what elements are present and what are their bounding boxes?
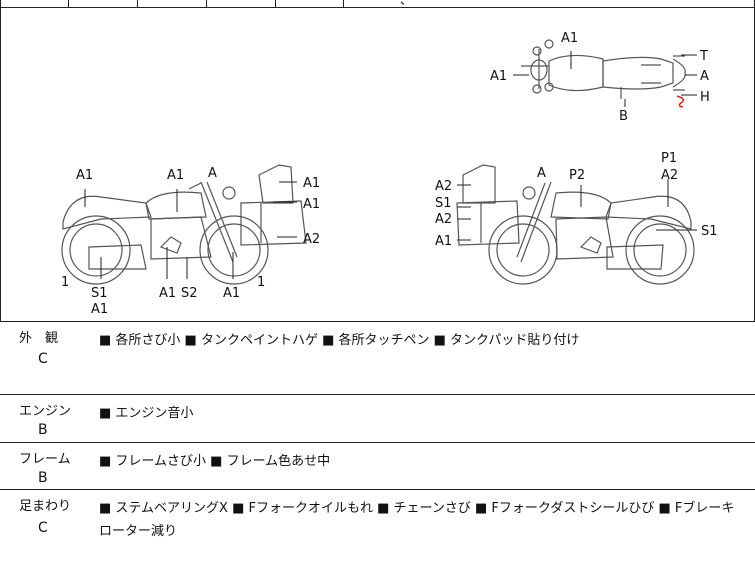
cell-divider <box>343 0 344 7</box>
label: S1 <box>91 286 108 301</box>
leader-lines <box>84 51 697 279</box>
label: A1 <box>91 302 108 317</box>
left-side-motorcycle <box>61 164 307 285</box>
label: A2 <box>303 232 320 247</box>
label: A <box>208 166 217 181</box>
cell-divider <box>137 0 138 7</box>
row-category: エンジン <box>19 404 72 419</box>
label: H <box>700 90 710 105</box>
label: P1 <box>661 151 677 166</box>
label: A1 <box>435 234 452 249</box>
label: A2 <box>661 168 678 183</box>
row-category: 外 観 <box>19 331 59 346</box>
header-fragment-text: 、 <box>400 0 413 7</box>
label: A1 <box>303 197 320 212</box>
label: A2 <box>435 212 452 227</box>
inspection-row-frame: フレーム B ■ フレームさび小 ■ フレーム色あせ中 <box>0 443 755 490</box>
label: S1 <box>435 196 452 211</box>
top-view-motorcycle <box>521 39 686 99</box>
red-mark-icon <box>676 95 684 108</box>
label: S2 <box>181 286 198 301</box>
row-notes: ■ ステムベアリングX ■ Fフォークオイルもれ ■ チェーンさび ■ Fフォー… <box>99 501 735 539</box>
row-notes: ■ エンジン音小 <box>99 406 194 421</box>
cell-divider <box>275 0 276 7</box>
label: A1 <box>159 286 176 301</box>
inspection-row-suspension: 足まわり C ■ ステムベアリングX ■ Fフォークオイルもれ ■ チェーンさび… <box>0 490 755 561</box>
label: A1 <box>303 176 320 191</box>
row-notes: ■ 各所さび小 ■ タンクペイントハゲ ■ 各所タッチペン ■ タンクパッド貼り… <box>99 333 580 348</box>
label: A1 <box>76 168 93 183</box>
label: 1 <box>257 275 265 290</box>
label: A1 <box>561 31 578 46</box>
label: A2 <box>435 179 452 194</box>
motorcycle-diagrams: A1 A1 T A H B A1 A1 A A1 A1 A2 1 S1 A1 A… <box>61 31 718 317</box>
label: T <box>699 49 708 64</box>
row-notes: ■ フレームさび小 ■ フレーム色あせ中 <box>99 454 331 469</box>
cell-divider <box>206 0 207 7</box>
row-grade: C <box>38 351 48 367</box>
motorcycle-diagram-box: A1 A1 T A H B A1 A1 A A1 A1 A2 1 S1 A1 A… <box>0 7 755 322</box>
cell-divider <box>68 0 69 7</box>
inspection-row-engine: エンジン B ■ エンジン音小 <box>0 395 755 443</box>
label: A1 <box>223 286 240 301</box>
label: B <box>619 109 628 124</box>
label: A <box>537 166 546 181</box>
row-grade: B <box>38 422 48 438</box>
cell-divider <box>0 0 1 7</box>
label: A1 <box>167 168 184 183</box>
label: S1 <box>701 224 718 239</box>
inspection-row-exterior: 外 観 C ■ 各所さび小 ■ タンクペイントハゲ ■ 各所タッチペン ■ タン… <box>0 322 755 395</box>
row-category: 足まわり <box>19 499 72 514</box>
label: A1 <box>490 69 507 84</box>
label: 1 <box>61 275 69 290</box>
row-grade: C <box>38 520 48 536</box>
label: A <box>700 69 709 84</box>
label: P2 <box>569 168 585 183</box>
row-grade: B <box>38 470 48 486</box>
right-side-motorcycle <box>456 164 695 285</box>
row-category: フレーム <box>19 452 71 467</box>
